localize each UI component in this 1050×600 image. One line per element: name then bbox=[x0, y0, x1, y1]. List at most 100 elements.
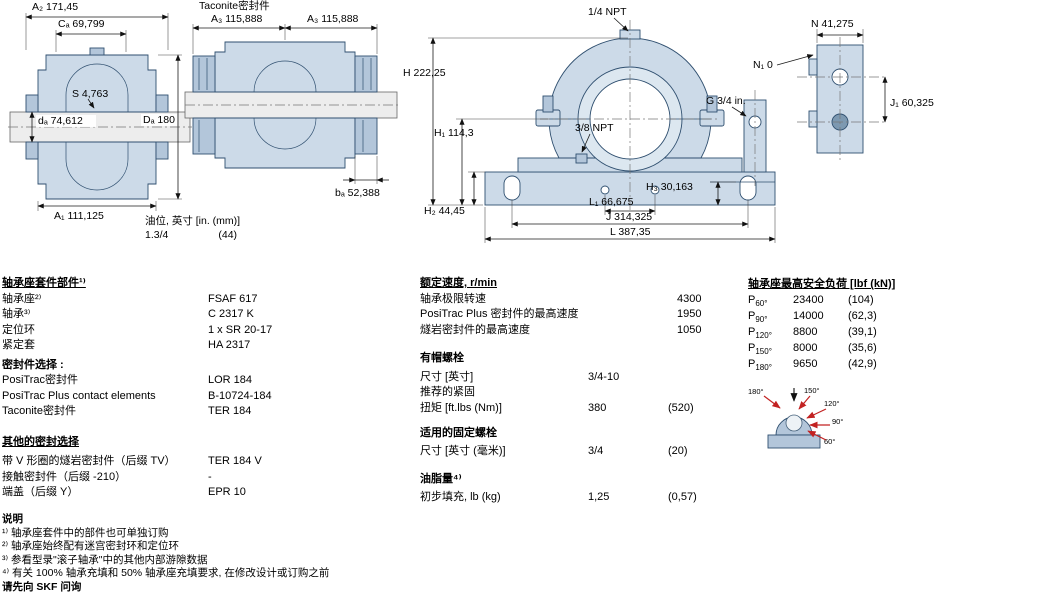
spec-value: 380 bbox=[588, 401, 607, 414]
spec-row: 尺寸 [英寸] 3/4-10 bbox=[420, 370, 720, 386]
spec-label: 扭矩 [ft.lbs (Nm)] bbox=[420, 401, 502, 414]
drawing-taconite-section-view: Taconite密封件 A₃ 115,888 bbox=[184, 0, 398, 199]
spec-label: PosiTrac密封件 bbox=[2, 374, 78, 386]
spec-value-alt: (20) bbox=[668, 444, 688, 457]
load-direction-label: P120° bbox=[748, 326, 772, 341]
taconite-seal-title: Taconite密封件 bbox=[199, 0, 270, 12]
dim-h-label: H 222,25 bbox=[403, 67, 446, 79]
dim-n-label: N 41,275 bbox=[811, 18, 854, 30]
dimensions-front-view: 1/4 NPT H 222,25 H₁ 114,3 3/8 NPT G 3/4 … bbox=[403, 6, 776, 243]
spec-label: 推荐的紧固 bbox=[420, 386, 475, 398]
dim-ca-label: Cₐ 69,799 bbox=[58, 18, 105, 30]
spec-label: 带 V 形圈的燧岩密封件（后缀 TV） bbox=[2, 455, 176, 467]
cap-bolt bbox=[706, 95, 718, 113]
spec-row: 带 V 形圈的燧岩密封件（后缀 TV）TER 184 V bbox=[2, 454, 302, 470]
housing-cross-section bbox=[25, 47, 169, 200]
taconite-seal bbox=[354, 117, 378, 155]
other-seals-title: 其他的密封选择 bbox=[2, 435, 79, 448]
load-diagram-housing-icon bbox=[767, 414, 821, 449]
load-row: P150°8000(35,6) bbox=[748, 340, 958, 356]
dim-npt-top-label: 1/4 NPT bbox=[588, 6, 627, 18]
spec-label: 轴承³⁾ bbox=[2, 308, 31, 320]
spec-label: 燧岩密封件的最高速度 bbox=[420, 323, 530, 336]
spec-value: - bbox=[208, 470, 212, 483]
seal-choice-title: 密封件选择 : bbox=[2, 358, 64, 371]
base-bolt-slot bbox=[503, 175, 521, 201]
spec-row: 尺寸 [英寸 (毫米)]3/4(20) bbox=[420, 444, 720, 460]
load-value: 9650 bbox=[793, 358, 818, 370]
speeds-title: 额定速度, r/min bbox=[420, 277, 498, 289]
load-value: 23400 bbox=[793, 294, 824, 306]
dim-a1-label: A₁ 111,125 bbox=[54, 210, 104, 222]
load-direction-diagram: 180° 150° 120° 90° 60° bbox=[748, 386, 843, 449]
grease-title: 油脂量⁴⁾ bbox=[420, 473, 462, 485]
angle-label-60: 60° bbox=[824, 437, 835, 446]
taconite-seal bbox=[192, 117, 216, 155]
notes-section: 说明 ¹⁾ 轴承座套件中的部件也可单独订购 ²⁾ 轴承座始终配有迷宫密封环和定位… bbox=[2, 513, 442, 594]
oil-level-inches: 1.3/4 bbox=[145, 229, 169, 241]
dim-a3-right-label: A₃ 115,888 bbox=[307, 13, 359, 25]
spec-value: C 2317 K bbox=[208, 308, 254, 320]
spec-label: 尺寸 [英寸] bbox=[420, 370, 474, 383]
base-bolt-slot bbox=[739, 175, 757, 201]
cap-bolt bbox=[542, 95, 554, 113]
shaft bbox=[184, 91, 398, 119]
load-value-alt: (62,3) bbox=[848, 310, 877, 322]
dimensions-end-view: N 41,275 N₁ 0 J₁ 60,325 bbox=[753, 18, 934, 123]
dim-da-label: dₐ 74,612 bbox=[38, 115, 83, 127]
drawing-housing-front-view: 1/4 NPT H 222,25 H₁ 114,3 3/8 NPT G 3/4 … bbox=[403, 6, 776, 243]
dim-h2-label: H₂ 44,45 bbox=[424, 205, 465, 217]
dim-j1-label: J₁ 60,325 bbox=[890, 97, 934, 109]
oil-level-note: 油位, 英寸 [in. (mm)] 1.3/4 (44) bbox=[145, 214, 240, 242]
load-row: P60°23400(104) bbox=[748, 292, 958, 308]
dim-l-label: L 387,35 bbox=[610, 226, 651, 238]
top-plug bbox=[89, 47, 105, 56]
spec-row: 初步填充, lb (kg) 1,25 (0,57) bbox=[420, 490, 720, 506]
cap-bolts-title: 有帽螺栓 bbox=[420, 352, 464, 364]
dim-Da-label: Dₐ 180 bbox=[143, 114, 175, 126]
angle-label-180: 180° bbox=[748, 387, 764, 396]
spec-label: 初步填充, lb (kg) bbox=[420, 490, 501, 503]
drawing-housing-end-view: N 41,275 N₁ 0 J₁ 60,325 bbox=[753, 18, 934, 161]
note-item: ²⁾ 轴承座始终配有迷宫密封环和定位环 bbox=[2, 540, 179, 552]
dowel-hole bbox=[600, 185, 610, 195]
dimensions-left-view: A₂ 171,45 Cₐ 69,799 S 4,763 dₐ 74,612 Dₐ… bbox=[25, 1, 182, 222]
dim-g-label: G 3/4 in. bbox=[706, 95, 746, 107]
oil-level-line1: 油位, 英寸 [in. (mm)] bbox=[145, 215, 241, 227]
oil-level-mm: (44) bbox=[218, 229, 238, 241]
note-item: ⁴⁾ 有关 100% 轴承充填和 50% 轴承座充填要求, 在修改设计或订购之前 bbox=[2, 567, 330, 579]
note-item: ³⁾ 参看型录"滚子轴承"中的其他内部游隙数据 bbox=[2, 553, 208, 566]
spec-label: 端盖（后缀 Y） bbox=[2, 486, 79, 498]
spec-label: PosiTrac Plus contact elements bbox=[2, 389, 156, 402]
note-item: ¹⁾ 轴承座套件中的部件也可单独订购 bbox=[2, 526, 169, 539]
spec-label: 尺寸 [英寸 (毫米)] bbox=[420, 444, 506, 457]
dim-ba-label: bₐ 52,388 bbox=[335, 187, 380, 199]
spec-value: 4300 bbox=[677, 292, 702, 305]
spec-value: 1,25 bbox=[588, 490, 610, 503]
spec-value-alt: (0,57) bbox=[668, 490, 697, 503]
attach-bolts-title: 适用的固定螺栓 bbox=[420, 427, 497, 439]
load-row: P90°14000(62,3) bbox=[748, 308, 958, 324]
dim-l1-label: L₁ 66,675 bbox=[589, 196, 634, 208]
dim-j-label: J 314,325 bbox=[606, 211, 652, 223]
dimensions-middle-view: A₃ 115,888 A₃ 115,888 bₐ 52,388 bbox=[192, 13, 389, 199]
dim-npt-side-label: 3/8 NPT bbox=[575, 122, 614, 134]
spec-label: 紧定套 bbox=[2, 339, 35, 351]
angle-label-120: 120° bbox=[824, 399, 840, 408]
taconite-seal bbox=[192, 55, 216, 93]
dowel-hole bbox=[650, 185, 660, 195]
spec-value: TER 184 bbox=[208, 405, 252, 417]
spec-value-alt: (520) bbox=[668, 401, 694, 414]
spec-label: PosiTrac Plus 密封件的最高速度 bbox=[420, 308, 579, 320]
housing-cross-section-taconite bbox=[192, 41, 378, 169]
spec-value: 3/4-10 bbox=[588, 370, 620, 383]
dim-h3-label: H₃ 30,163 bbox=[646, 181, 693, 193]
load-value-alt: (104) bbox=[848, 294, 874, 306]
housing-end-view bbox=[797, 37, 887, 161]
